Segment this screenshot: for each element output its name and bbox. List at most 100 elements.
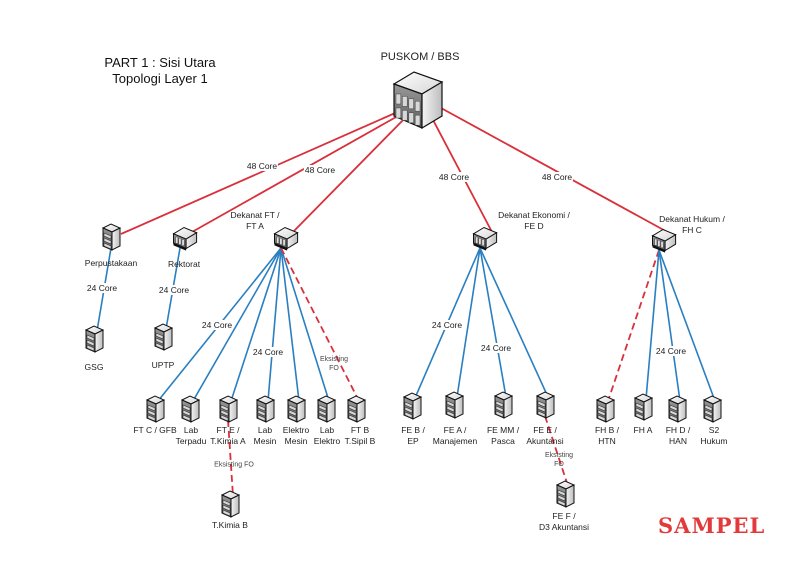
node-label-fhb: FH B / HTN — [594, 425, 620, 446]
node-fha[interactable] — [633, 393, 654, 421]
node-fea[interactable] — [444, 391, 465, 419]
link-fte-tkimia_b — [227, 419, 234, 497]
edge-label-l11: 24 Core — [430, 320, 464, 330]
node-fee[interactable] — [535, 391, 556, 419]
links-layer — [96, 107, 716, 497]
building-server-icon — [595, 395, 616, 423]
node-puskom[interactable] — [392, 71, 444, 130]
building-server-icon — [346, 395, 367, 423]
node-label-dekanat_fh: Dekanat Hukum / FH C — [659, 214, 725, 235]
edge-label-l8: 24 Core — [251, 347, 285, 357]
node-s2hukum[interactable] — [702, 395, 723, 423]
building-server-icon — [145, 395, 166, 423]
node-fhb[interactable] — [595, 395, 616, 423]
node-ftc[interactable] — [145, 395, 166, 423]
node-label-uptp: UPTP — [151, 360, 175, 370]
node-label-ftb: FT B T.Sipil B — [344, 425, 376, 446]
node-feb[interactable] — [402, 392, 423, 420]
node-dekanat_fh[interactable] — [651, 228, 677, 253]
link-puskom-perpustakaan — [120, 109, 403, 235]
link-fee-fef — [544, 415, 569, 487]
link-dekanat_ft-fte — [230, 247, 282, 402]
node-lab_mesin[interactable] — [255, 395, 276, 423]
building-server-icon — [633, 393, 654, 421]
node-label-fee: FE E / Akuntansi — [526, 425, 564, 446]
link-dekanat_fh-fhd — [658, 249, 681, 402]
link-dekanat_fh-fhb — [607, 249, 660, 402]
building-server-icon — [444, 391, 465, 419]
switch-icon — [472, 226, 498, 251]
link-dekanat_ft-elektro_mesin — [280, 247, 300, 402]
node-elektro_mesin[interactable] — [286, 395, 307, 423]
building-server-icon — [535, 391, 556, 419]
edge-label-l4: 48 Core — [540, 172, 574, 182]
link-puskom-dekanat_ft — [292, 114, 409, 233]
node-fef[interactable] — [555, 480, 576, 508]
node-dekanat_fe[interactable] — [472, 226, 498, 251]
link-dekanat_ft-lab_mesin — [267, 247, 282, 402]
building-server-icon — [316, 395, 337, 423]
node-ftb[interactable] — [346, 395, 367, 423]
node-gsg[interactable] — [84, 325, 105, 353]
node-label-tkimia_b: T.Kimia B — [212, 520, 248, 530]
node-perpustakaan[interactable] — [101, 223, 122, 251]
link-dekanat_fh-s2hukum — [658, 249, 716, 402]
node-label-fte: FT E / T.Kimia A — [210, 425, 246, 446]
building-server-icon — [255, 395, 276, 423]
switch-icon — [651, 228, 677, 253]
building-server-icon — [218, 395, 239, 423]
diagram-title: PART 1 : Sisi Utara Topologi Layer 1 — [95, 55, 225, 87]
node-label-fef: FE F / D3 Akuntansi — [538, 511, 590, 532]
link-dekanat_ft-ftb — [280, 247, 360, 402]
node-label-lab_terpadu: Lab Terpadu — [175, 425, 207, 446]
building-server-icon — [555, 480, 576, 508]
edge-label-l13: Eksisting FO — [544, 452, 574, 468]
link-dekanat_ft-lab_elektro — [280, 247, 330, 402]
node-lab_elektro[interactable] — [316, 395, 337, 423]
node-label-puskom: PUSKOM / BBS — [380, 51, 460, 63]
node-label-rektorat: Rektorat — [167, 259, 201, 269]
edge-label-l2: 48 Core — [303, 165, 337, 175]
link-puskom-dekanat_fh — [440, 107, 672, 235]
link-dekanat_ft-lab_terpadu — [192, 247, 282, 402]
link-dekanat_fe-fee — [479, 247, 549, 398]
node-label-ftc: FT C / GFB — [133, 425, 177, 435]
node-label-lab_mesin: Lab Mesin — [253, 425, 277, 446]
node-label-elektro_mesin: Elektro Mesin — [282, 425, 310, 446]
edge-label-l7: 24 Core — [200, 320, 234, 330]
node-label-dekanat_ft: Dekanat FT / FT A — [230, 210, 280, 231]
node-label-feb: FE B / EP — [401, 425, 425, 446]
node-fhd[interactable] — [667, 395, 688, 423]
edge-label-l12: 24 Core — [479, 343, 513, 353]
building-server-icon — [402, 392, 423, 420]
node-uptp[interactable] — [153, 323, 174, 351]
node-fte[interactable] — [218, 395, 239, 423]
building-server-icon — [667, 395, 688, 423]
edge-label-l1: 48 Core — [245, 161, 279, 171]
node-lab_terpadu[interactable] — [180, 395, 201, 423]
building-server-icon — [101, 223, 122, 251]
sampel-watermark: SAMPEL — [658, 513, 766, 538]
node-rektorat[interactable] — [172, 226, 198, 251]
building-server-icon — [220, 490, 241, 518]
node-label-fha: FH A — [633, 425, 653, 435]
node-femm[interactable] — [493, 391, 514, 419]
link-puskom-rektorat — [191, 111, 406, 233]
building-server-icon — [493, 391, 514, 419]
core-server-icon — [392, 71, 444, 130]
switch-icon — [172, 226, 198, 251]
switch-icon — [273, 226, 299, 251]
title-line-2: Topologi Layer 1 — [112, 71, 208, 86]
node-tkimia_b[interactable] — [220, 490, 241, 518]
building-server-icon — [153, 323, 174, 351]
node-label-perpustakaan: Perpustakaan — [84, 258, 138, 268]
node-label-fea: FE A / Manajemen — [432, 425, 478, 446]
link-dekanat_fe-femm — [479, 247, 507, 398]
node-label-dekanat_fe: Dekanat Ekonomi / FE D — [498, 210, 570, 231]
node-label-s2hukum: S2 Hukum — [700, 425, 728, 446]
building-server-icon — [180, 395, 201, 423]
node-label-gsg: GSG — [84, 362, 104, 372]
title-line-1: PART 1 : Sisi Utara — [104, 55, 216, 70]
node-dekanat_ft[interactable] — [273, 226, 299, 251]
